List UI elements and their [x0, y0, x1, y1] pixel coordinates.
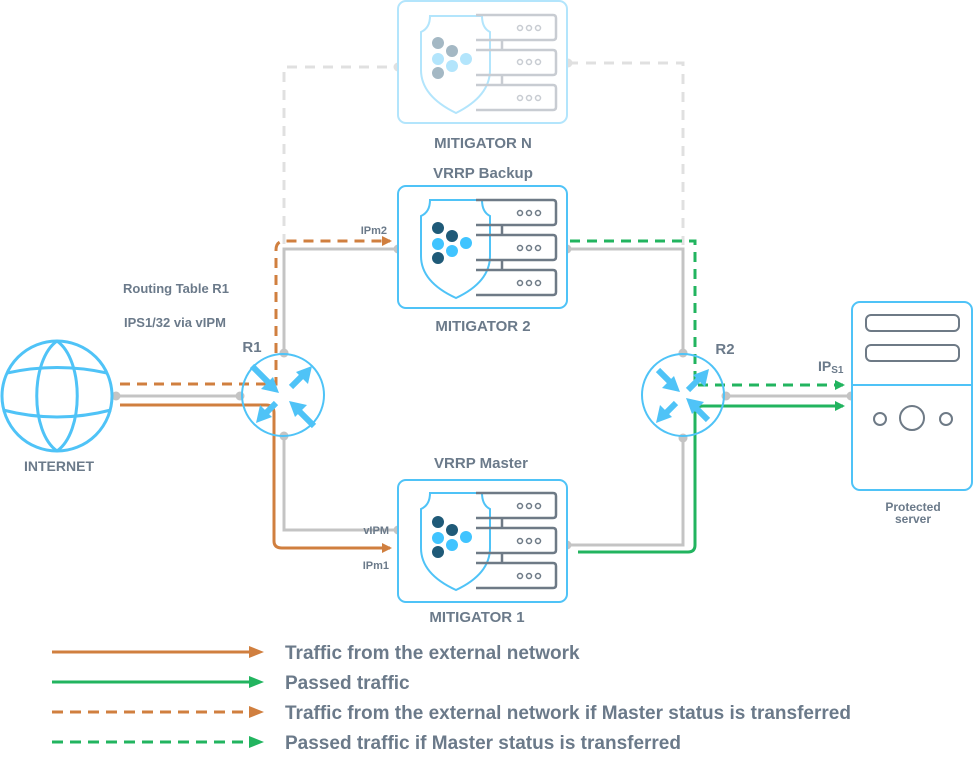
server-label-line1: Protected [885, 500, 940, 514]
ips1-label: IPS1 [818, 358, 844, 376]
mitigator-1-label: MITIGATOR 1 [429, 609, 524, 626]
port-dot [111, 391, 121, 401]
legend-arrow-icon [249, 646, 264, 658]
ips1-sub: S1 [831, 365, 844, 376]
internet-label: INTERNET [24, 458, 94, 474]
mitigator-1[interactable]: VRRP Master [397, 455, 568, 626]
annotations: Routing Table R1 IPS1/32 via vIPM IPm2 v… [123, 225, 844, 572]
globe-icon [0, 339, 114, 453]
mitigator-2-status: VRRP Backup [433, 165, 533, 182]
mitigator-2[interactable]: VRRP Backup [397, 165, 568, 335]
link-mitigator-2-r2 [567, 247, 685, 353]
link-r1-mitigator-1 [282, 436, 398, 532]
mitigator-icon [397, 0, 568, 124]
traffic-passed-dashed [570, 239, 845, 390]
traffic-paths [120, 236, 845, 554]
routing-table-title: Routing Table R1 [123, 281, 229, 296]
mitigator-n-label: MITIGATOR N [434, 135, 532, 152]
link-mitigator-1-r2 [567, 438, 685, 547]
traffic-passed-solid [578, 401, 845, 554]
legend-arrow-icon [249, 706, 264, 718]
link-r1-mitigator-n [282, 65, 398, 352]
port-dot [279, 348, 289, 358]
legend-arrow-icon [249, 676, 264, 688]
port-dot [678, 433, 688, 443]
legend-item: Traffic from the external network [52, 643, 580, 664]
router-r1[interactable]: R1 [241, 339, 325, 437]
internet-node[interactable]: INTERNET [0, 339, 114, 474]
mitigator-n[interactable]: MITIGATOR N [397, 0, 568, 152]
traffic-external-dashed [120, 236, 392, 386]
legend-label: Passed traffic if Master status is trans… [285, 733, 681, 754]
mitigator-icon [397, 479, 568, 603]
ipm2-label: IPm2 [361, 225, 387, 237]
r1-label: R1 [242, 339, 261, 356]
legend-arrow-icon [249, 736, 264, 748]
ipm1-label: IPm1 [363, 560, 389, 572]
physical-links [116, 61, 851, 547]
server-label-line2: server [895, 512, 931, 526]
legend: Traffic from the external networkPassed … [52, 643, 851, 754]
ips1-main: IP [818, 358, 831, 374]
link-mitigator-n-r2 [568, 61, 685, 245]
legend-label: Passed traffic [285, 673, 410, 694]
server-icon [851, 301, 973, 491]
legend-item: Passed traffic [52, 673, 410, 694]
router-r2[interactable]: R2 [641, 341, 735, 437]
mitigator-icon [397, 185, 568, 309]
legend-label: Traffic from the external network if Mas… [285, 703, 851, 724]
link-r1-mitigator-2 [282, 247, 398, 354]
routing-table-entry: IPS1/32 via vIPM [124, 315, 226, 330]
router-icon [641, 353, 725, 437]
r2-label: R2 [715, 341, 734, 358]
router-icon [241, 353, 325, 437]
legend-item: Passed traffic if Master status is trans… [52, 733, 681, 754]
vipm-label: vIPM [363, 525, 389, 537]
protected-server[interactable]: Protected server [851, 301, 973, 526]
legend-item: Traffic from the external network if Mas… [52, 703, 851, 724]
mitigator-1-status: VRRP Master [434, 455, 528, 472]
legend-label: Traffic from the external network [285, 643, 580, 664]
mitigator-2-label: MITIGATOR 2 [435, 318, 530, 335]
traffic-external-solid [120, 403, 392, 553]
